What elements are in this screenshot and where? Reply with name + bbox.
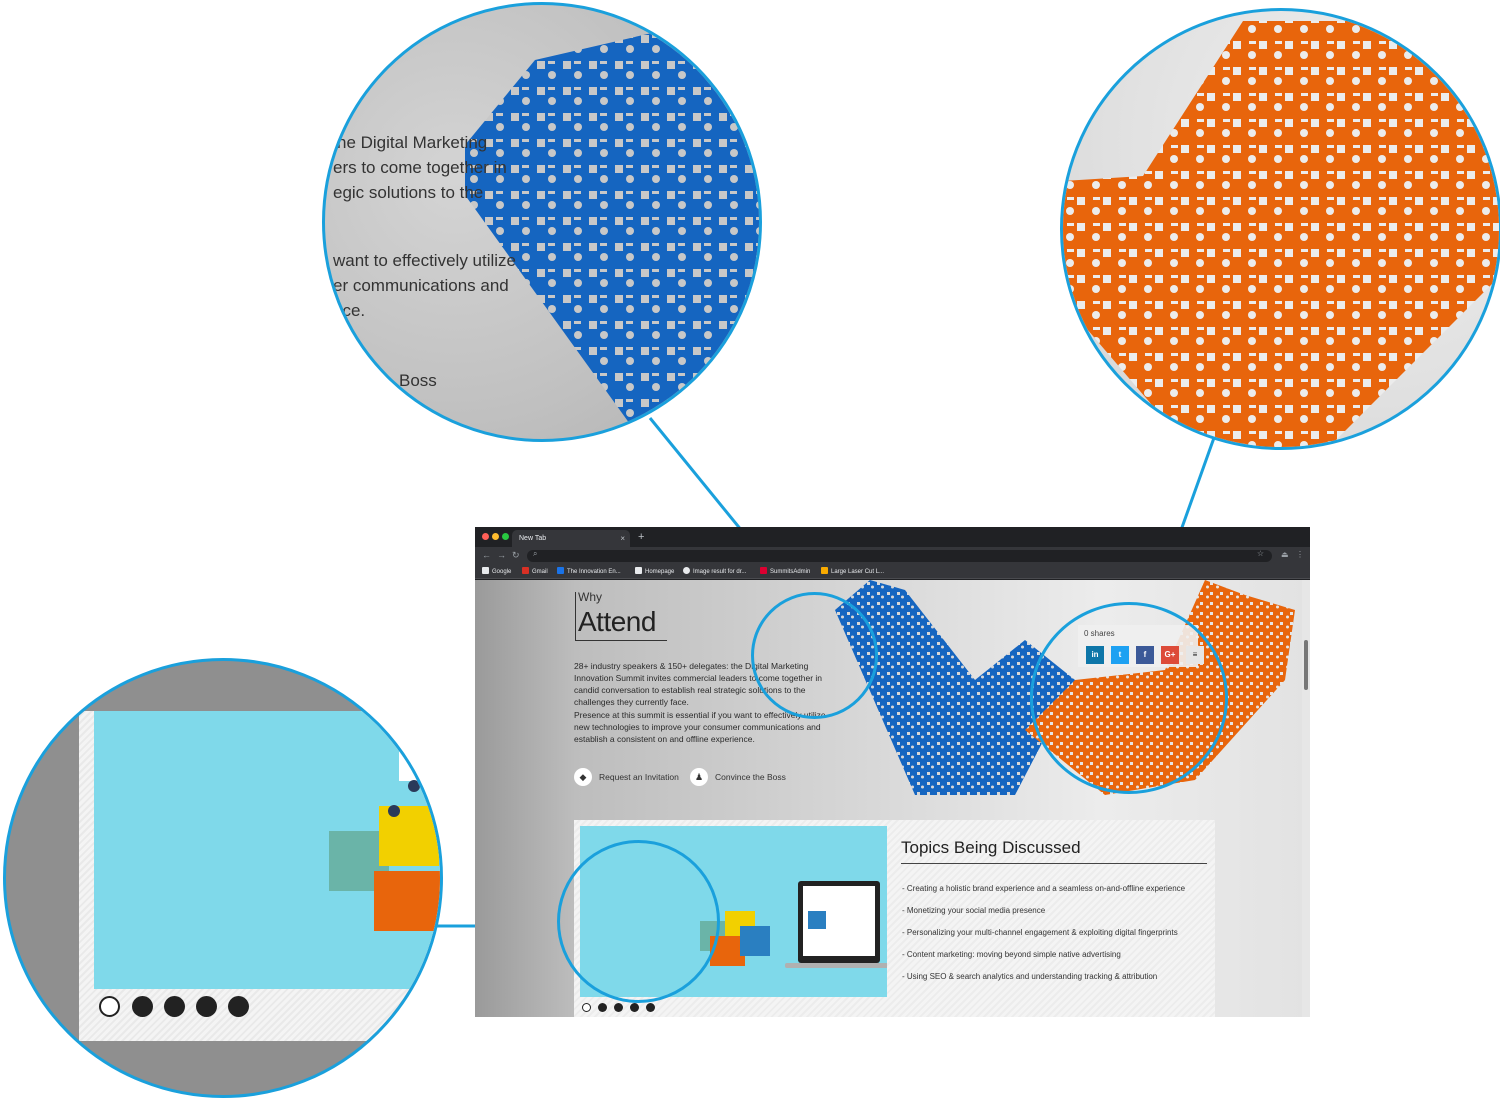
orange-zoom-callout [1060,8,1500,450]
bookmark-item[interactable]: Large Laser Cut L... [821,567,884,577]
zoom-text-line: Boss [399,371,437,390]
search-icon: ⌕ [533,549,538,558]
tag-icon: ◆ [574,768,592,786]
reload-icon[interactable]: ↻ [512,550,520,560]
zoomed-carousel-image [94,711,440,989]
title-bar: New Tab × + [475,527,1310,547]
section-title: Attend [578,606,656,637]
zoom-carousel-dot-2[interactable] [132,996,153,1017]
bookmark-item[interactable]: Homepage [635,567,674,577]
carousel-dot-5[interactable] [646,1003,655,1012]
zoom-carousel-dot-5[interactable] [228,996,249,1017]
carousel-dot-1[interactable] [582,1003,591,1012]
bookmark-item[interactable]: The Innovation En... [557,567,621,577]
request-invitation-label: Request an Invitation [599,772,679,782]
bookmark-label: Google [492,569,512,575]
topics-rule [901,863,1207,864]
blue-zoom-callout: he Digital Marketing ers to come togethe… [322,2,762,442]
maximize-window-button[interactable] [502,533,509,540]
request-invitation-link[interactable]: ◆ Request an Invitation [574,768,679,786]
bookmark-item[interactable]: SummitsAdmin [760,567,810,577]
tab-close-icon[interactable]: × [620,534,625,543]
extension-icon[interactable]: ⏏ [1281,550,1289,559]
heading-underline [575,640,667,641]
zoom-carousel-dot-3[interactable] [164,996,185,1017]
blue-hand-shape [835,580,1075,795]
folder-icon [821,567,828,574]
bookmark-item[interactable]: Gmail [522,567,548,577]
heading-rule [575,592,576,640]
zoom-text-line: want to effectively utilize [333,251,516,270]
close-window-button[interactable] [482,533,489,540]
carousel-dot-4[interactable] [630,1003,639,1012]
carousel-dot-3[interactable] [614,1003,623,1012]
scrollbar-thumb[interactable] [1304,640,1308,690]
blue-mosaic-zoom-shape [465,30,759,439]
zoom-carousel-dot-4[interactable] [196,996,217,1017]
section-kicker: Why [578,590,602,604]
topics-title: Topics Being Discussed [901,838,1081,857]
blue-mosaic-zoom [465,30,759,439]
bookmark-label: Large Laser Cut L... [831,569,885,575]
bookmark-item[interactable]: Image result for dr... [683,567,746,577]
bookmarks-bar: Google Gmail The Innovation En... Homepa… [475,565,1310,579]
zoom-text-line: ers to come together in [333,158,507,177]
angular-icon [760,567,767,574]
gmail-icon [522,567,529,574]
back-arrow-icon[interactable]: ← [482,550,491,560]
new-tab-button[interactable]: + [638,531,645,543]
forward-arrow-icon[interactable]: → [497,550,506,560]
topic-item: - Content marketing: moving beyond simpl… [902,950,1121,959]
zoomed-puzzle-illustration [329,731,440,931]
presence-paragraph: Presence at this summit is essential if … [574,710,826,744]
page-icon [635,567,642,574]
bookmark-label: SummitsAdmin [770,569,811,575]
minimize-window-button[interactable] [492,533,499,540]
zoom-text-line: nce. [333,301,366,320]
topic-item: - Monetizing your social media presence [902,906,1046,915]
puzzle-team-illustration [700,881,893,968]
page-icon [482,567,489,574]
bookmark-label: Gmail [532,569,548,575]
bookmark-item[interactable]: Google [482,567,511,577]
zoom-text-line: he Digital Marketing [337,133,488,152]
carousel-dot-2[interactable] [598,1003,607,1012]
blue-highlight-ring [751,592,878,719]
intro-paragraph: 28+ industry speakers & 150+ delegates: … [574,661,823,707]
cyan-highlight-ring [557,840,720,1003]
address-bar[interactable]: ⌕ ☆ [527,549,1272,562]
person-icon: ♟ [690,768,708,786]
orange-mosaic-zoom-shape [1063,21,1499,447]
bookmark-star-icon[interactable]: ☆ [1256,549,1264,558]
orange-highlight-ring [1030,602,1228,794]
topic-item: - Creating a holistic brand experience a… [902,884,1186,893]
zoom-carousel-dot-1[interactable] [99,996,120,1017]
tab-title: New Tab [519,535,547,542]
orange-mosaic-zoom [1063,21,1499,447]
carousel-zoom-callout [3,658,443,1098]
convince-boss-link[interactable]: ♟ Convince the Boss [690,768,786,786]
menu-kebab-icon[interactable]: ⋮ [1296,550,1304,559]
zoom-text-line: er communications and [333,276,509,295]
tab-new-tab[interactable]: New Tab × [512,530,630,547]
page-scrollbar[interactable] [1302,580,1310,1017]
bookmark-label: The Innovation En... [567,569,621,575]
bookmark-label: Image result for dr... [693,569,747,575]
convince-boss-label: Convince the Boss [715,772,786,782]
zoom-text-line: egic solutions to the [333,183,484,202]
google-icon [683,567,690,574]
bookmark-label: Homepage [645,569,675,575]
ie-icon [557,567,564,574]
topic-item: - Personalizing your multi-channel engag… [902,928,1178,937]
topic-item: - Using SEO & search analytics and under… [902,972,1158,981]
browser-toolbar: ← → ↻ ⌕ ☆ ⏏ ⋮ [475,547,1310,565]
